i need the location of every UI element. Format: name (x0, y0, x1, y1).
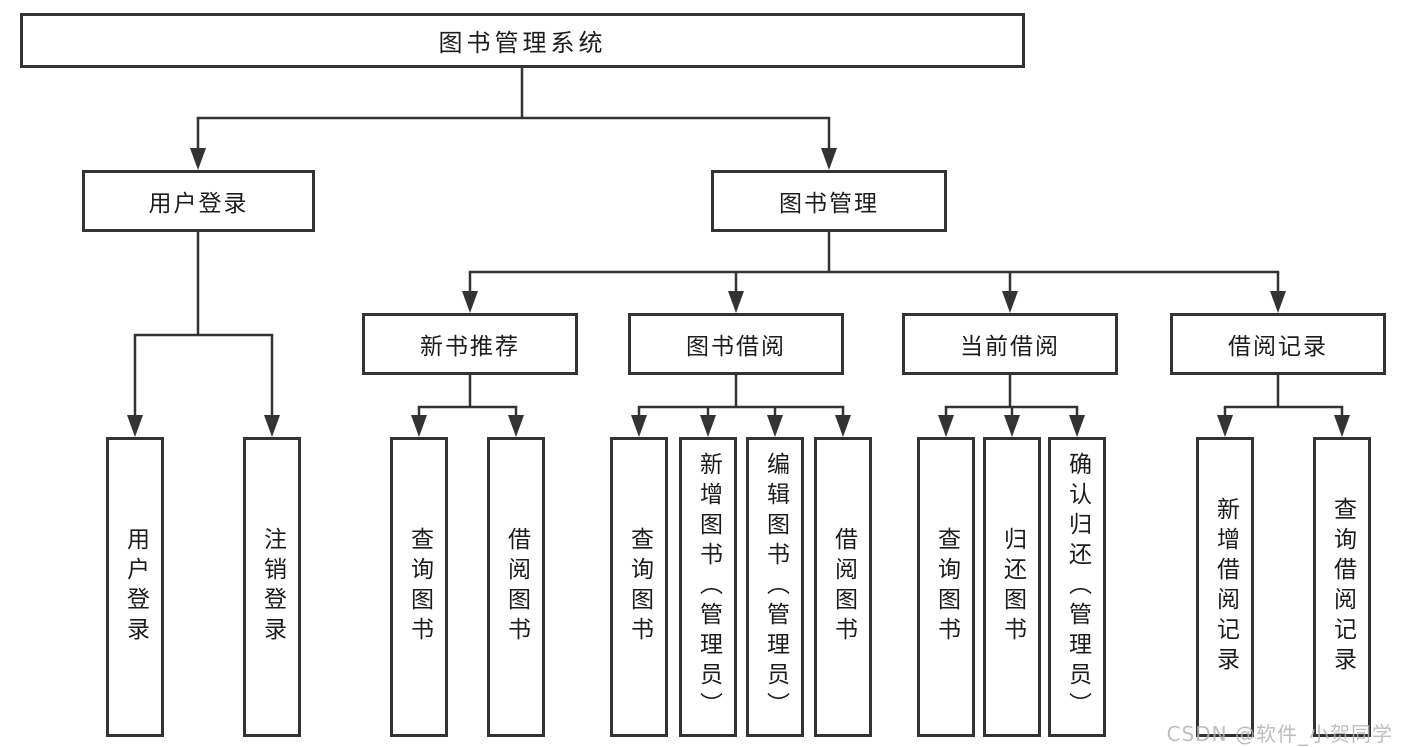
arrowhead-down-icon (767, 415, 783, 437)
arrowhead-down-icon (190, 148, 206, 170)
node-borrowing-records: 借阅记录 (1170, 313, 1386, 375)
node-user-login: 用户登录 (82, 170, 315, 232)
arrowhead-down-icon (1217, 415, 1233, 437)
csdn-watermark: CSDN @软件_小贺同学 (1166, 722, 1393, 746)
arrowhead-down-icon (508, 415, 524, 437)
node-leaf-add-book: 新增图书（管理员） (679, 437, 737, 737)
node-leaf-borrow-book-a: 借阅图书 (487, 437, 545, 737)
node-label: 用户登录 (122, 527, 149, 647)
node-label: 新书推荐 (420, 334, 520, 360)
node-label: 借阅图书 (503, 527, 530, 647)
arrowhead-down-icon (700, 415, 716, 437)
node-label: 图书借阅 (686, 334, 786, 360)
node-label: 查询图书 (933, 527, 960, 647)
arrowhead-down-icon (1004, 415, 1020, 437)
node-leaf-confirm-return: 确认归还（管理员） (1048, 437, 1106, 737)
arrowhead-down-icon (127, 415, 143, 437)
node-label: 编辑图书（管理员） (762, 452, 789, 722)
node-label: 借阅图书 (830, 527, 857, 647)
node-leaf-query-book-a: 查询图书 (390, 437, 448, 737)
node-leaf-return-book: 归还图书 (983, 437, 1041, 737)
node-current-borrowing: 当前借阅 (902, 313, 1118, 375)
arrowhead-down-icon (1270, 291, 1286, 313)
node-label: 注销登录 (259, 527, 286, 647)
arrowhead-down-icon (835, 415, 851, 437)
node-label: 新增借阅记录 (1212, 497, 1239, 677)
arrowhead-down-icon (631, 415, 647, 437)
node-label: 查询借阅记录 (1329, 497, 1356, 677)
node-leaf-borrow-book-b: 借阅图书 (814, 437, 872, 737)
node-label: 图书管理 (779, 191, 879, 217)
arrowhead-down-icon (1334, 415, 1350, 437)
node-book-management: 图书管理 (711, 170, 947, 232)
node-new-book-recommend: 新书推荐 (362, 313, 578, 375)
node-root: 图书管理系统 (20, 13, 1025, 68)
arrowhead-down-icon (411, 415, 427, 437)
arrowhead-down-icon (821, 148, 837, 170)
node-label: 新增图书（管理员） (695, 452, 722, 722)
node-leaf-edit-book: 编辑图书（管理员） (746, 437, 804, 737)
node-leaf-add-record: 新增借阅记录 (1196, 437, 1254, 737)
node-label: 用户登录 (148, 191, 249, 217)
arrowhead-down-icon (264, 415, 280, 437)
node-label: 当前借阅 (960, 334, 1060, 360)
node-leaf-logout: 注销登录 (243, 437, 301, 737)
node-label: 查询图书 (406, 527, 433, 647)
node-leaf-query-record: 查询借阅记录 (1313, 437, 1371, 737)
node-leaf-query-book-b: 查询图书 (610, 437, 668, 737)
node-label: 查询图书 (626, 527, 653, 647)
node-book-borrowing: 图书借阅 (628, 313, 844, 375)
node-label: 确认归还（管理员） (1064, 452, 1091, 722)
arrowhead-down-icon (462, 291, 478, 313)
arrowhead-down-icon (1002, 291, 1018, 313)
arrowhead-down-icon (1069, 415, 1085, 437)
node-leaf-user-login: 用户登录 (106, 437, 164, 737)
node-label: 图书管理系统 (438, 29, 607, 57)
node-leaf-query-book-c: 查询图书 (917, 437, 975, 737)
node-label: 归还图书 (999, 527, 1026, 647)
arrowhead-down-icon (728, 291, 744, 313)
node-label: 借阅记录 (1228, 334, 1328, 360)
arrowhead-down-icon (938, 415, 954, 437)
